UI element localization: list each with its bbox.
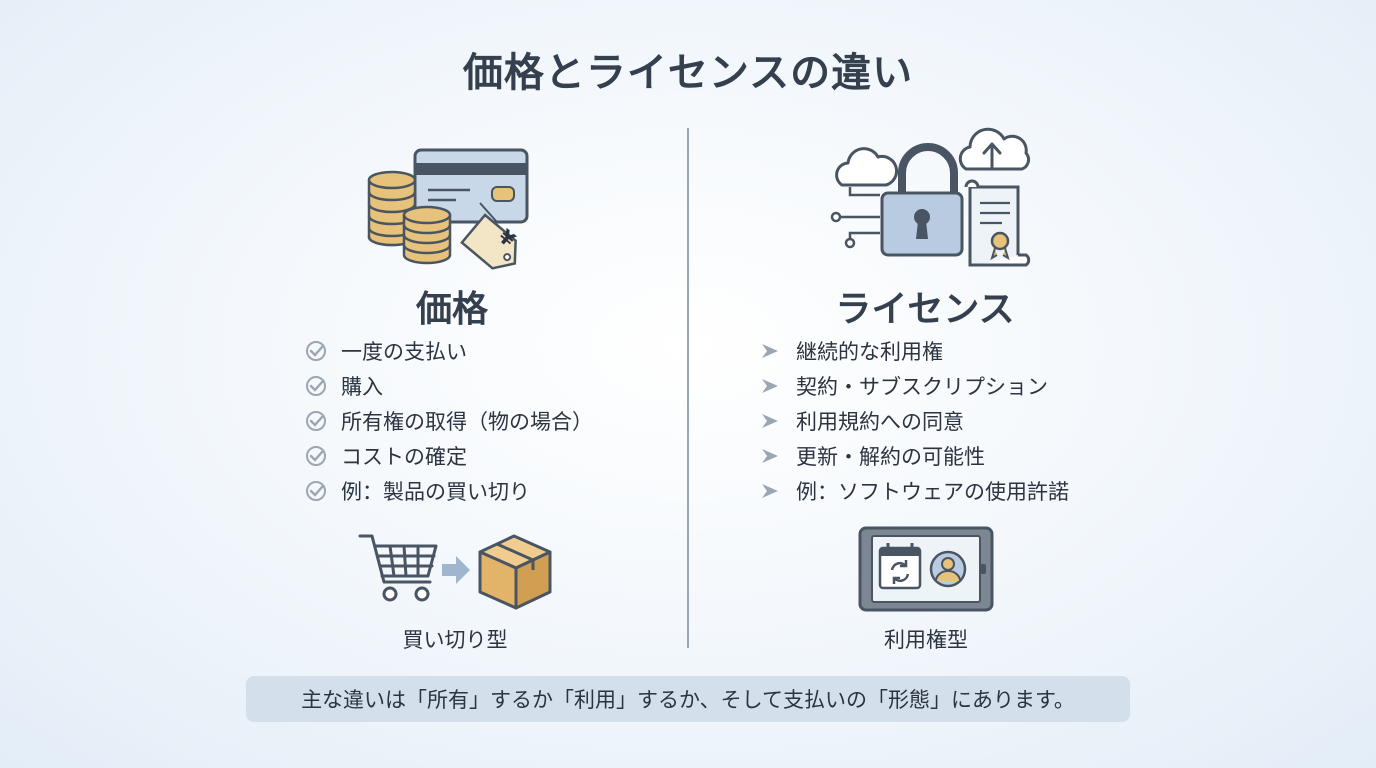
list-item-label: 例：製品の買い切り bbox=[341, 479, 530, 504]
list-item-label: 利用規約への同意 bbox=[796, 409, 964, 434]
payment-illustration-icon bbox=[367, 148, 529, 270]
list-item: 所有権の取得（物の場合） bbox=[305, 403, 593, 438]
list-item: 例：製品の買い切り bbox=[305, 473, 593, 508]
list-item: 一度の支払い bbox=[305, 333, 593, 368]
list-item: コストの確定 bbox=[305, 438, 593, 473]
list-item-label: 所有権の取得（物の場合） bbox=[341, 409, 593, 434]
check-circle-icon bbox=[305, 445, 341, 467]
list-item-label: 購入 bbox=[341, 374, 383, 399]
list-item: 契約・サブスクリプション bbox=[760, 368, 1069, 403]
arrow-right-icon bbox=[760, 447, 796, 465]
list-item-label: 契約・サブスクリプション bbox=[796, 374, 1048, 399]
list-item-label: 例：ソフトウェアの使用許諾 bbox=[796, 479, 1069, 504]
price-heading: 価格 bbox=[415, 289, 488, 330]
list-item-label: 一度の支払い bbox=[341, 339, 467, 364]
arrow-right-icon bbox=[760, 412, 796, 430]
list-item: 購入 bbox=[305, 368, 593, 403]
summary-banner: 主な違いは「所有」するか「利用」するか、そして支払いの「形態」にあります。 bbox=[246, 676, 1130, 722]
check-circle-icon bbox=[305, 410, 341, 432]
tablet-subscription-icon bbox=[858, 526, 994, 612]
check-circle-icon bbox=[305, 340, 341, 362]
list-item: 利用規約への同意 bbox=[760, 403, 1069, 438]
list-item: 更新・解約の可能性 bbox=[760, 438, 1069, 473]
list-item: 例：ソフトウェアの使用許諾 bbox=[760, 473, 1069, 508]
arrow-right-icon bbox=[760, 342, 796, 360]
arrow-right-icon bbox=[760, 482, 796, 500]
summary-text: 主な違いは「所有」するか「利用」するか、そして支払いの「形態」にあります。 bbox=[301, 688, 1075, 712]
page-title: 価格とライセンスの違い bbox=[462, 50, 914, 96]
license-feature-list: 継続的な利用権 契約・サブスクリプション 利用規約への同意 更新・解約の可能性 … bbox=[760, 333, 1069, 508]
check-circle-icon bbox=[305, 480, 341, 502]
arrow-right-icon bbox=[760, 377, 796, 395]
list-item-label: コストの確定 bbox=[341, 444, 467, 469]
list-item: 継続的な利用権 bbox=[760, 333, 1069, 368]
column-divider bbox=[687, 128, 689, 648]
list-item-label: 継続的な利用権 bbox=[796, 339, 943, 364]
license-lock-cloud-icon bbox=[830, 127, 1031, 267]
license-caption: 利用権型 bbox=[884, 628, 968, 652]
list-item-label: 更新・解約の可能性 bbox=[796, 444, 985, 469]
license-heading: ライセンス bbox=[835, 289, 1015, 330]
check-circle-icon bbox=[305, 375, 341, 397]
price-caption: 買い切り型 bbox=[402, 628, 508, 652]
price-feature-list: 一度の支払い 購入 所有権の取得（物の場合） コストの確定 例：製品の買い切り bbox=[305, 333, 593, 508]
cart-to-box-icon bbox=[358, 534, 552, 610]
